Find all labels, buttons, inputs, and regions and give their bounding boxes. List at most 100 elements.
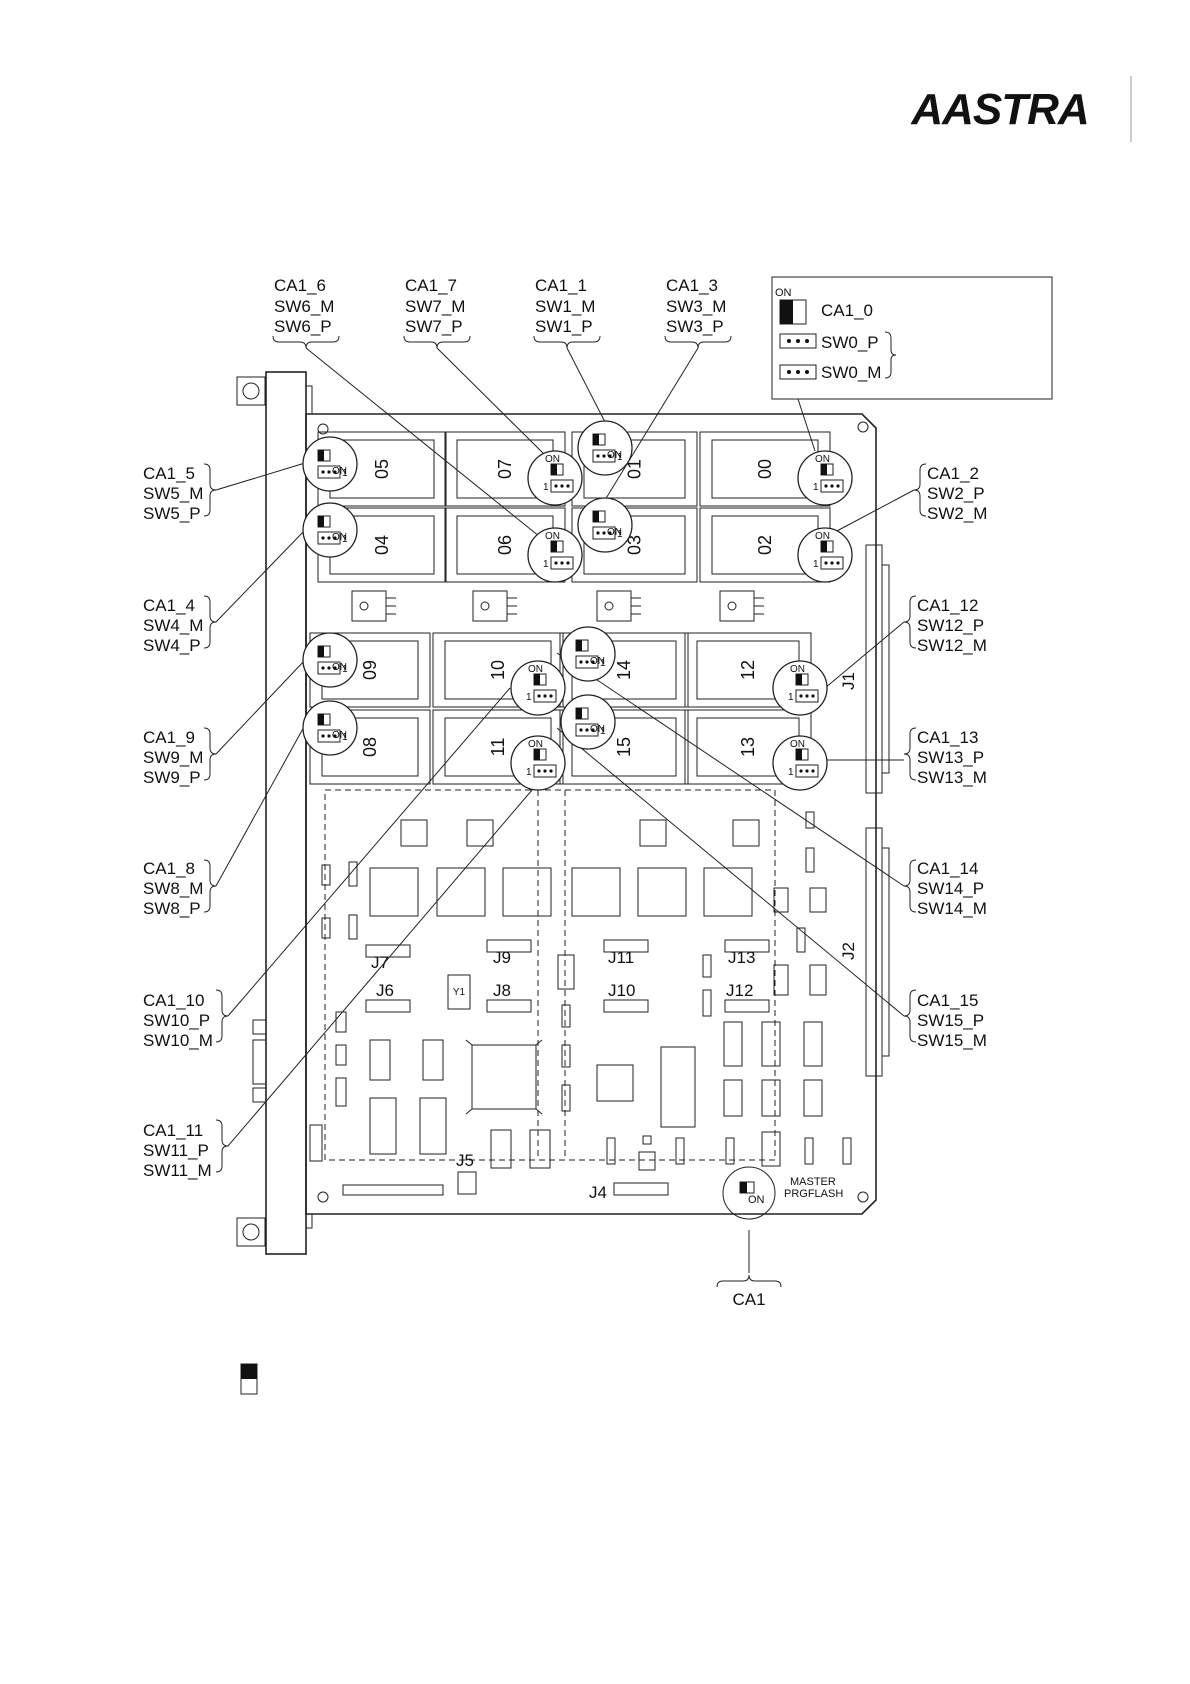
switch-circle: ON1 [510,660,566,716]
switch-circle: ON1 [772,660,828,716]
module-label: 07 [495,459,515,479]
legend-on-label: ON [775,287,792,299]
pcb-board: J1 J2 [236,371,890,1255]
label-sw5-m: SW5_M [143,484,203,503]
connector-j5: J5 [456,1151,474,1170]
module-label: 05 [372,459,392,479]
switch-on: ON [528,739,543,750]
module-label: 15 [614,737,634,757]
label-sw4-p: SW4_P [143,636,201,655]
switch-one: 1 [617,529,623,540]
regulators [351,590,764,622]
switch-one: 1 [543,482,549,493]
label-sw11-m: SW11_M [143,1161,212,1180]
switch-on: ON [545,531,560,542]
label-sw9-p: SW9_P [143,768,201,787]
label-sw8-m: SW8_M [143,879,203,898]
label-ca1-4: CA1_4 [143,596,195,615]
label-ca1-7: CA1_7 [405,276,457,295]
module-label: 06 [495,535,515,555]
switch-on: ON [332,730,347,741]
left-labels: CA1_5 SW5_M SW5_P CA1_4 SW4_M SW4_P CA1_… [143,462,539,1180]
switch-one: 1 [342,534,348,545]
label-sw13-p: SW13_P [917,748,984,767]
label-sw6-m: SW6_M [274,297,334,316]
switch-circle: ON1 [302,632,358,688]
label-sw1-p: SW1_P [535,317,593,336]
label-sw4-m: SW4_M [143,616,203,635]
module-11: 11 [432,709,564,785]
switch-one: 1 [342,468,348,479]
label-sw14-p: SW14_P [917,879,984,898]
switch-one: 1 [342,732,348,743]
switch-circle: ON1 [302,700,358,756]
module-label: 04 [372,535,392,555]
lower-components: Y1 [309,789,852,1220]
label-ca1-11: CA1_11 [143,1121,203,1140]
label-sw3-m: SW3_M [666,297,726,316]
label-sw14-m: SW14_M [917,899,987,918]
label-sw1-m: SW1_M [535,297,595,316]
switch-circle: ON1 [797,450,853,506]
legend-item-sw0-m: SW0_M [821,363,881,382]
connector-j13: J13 [728,948,755,967]
chip-mark-y1: Y1 [453,987,466,998]
master-line2: PRGFLASH [784,1188,843,1200]
switch-one: 1 [788,692,794,703]
label-ca1-13: CA1_13 [917,728,978,747]
legend-box: ON CA1_0 SW0_P SW0_M [771,276,1053,452]
switch-on: ON [332,662,347,673]
label-sw7-m: SW7_M [405,297,465,316]
switch-one: 1 [543,559,549,570]
module-label: 11 [488,738,508,757]
label-sw5-p: SW5_P [143,504,201,523]
switch-one: 1 [342,664,348,675]
module-label: 01 [625,459,645,479]
label-sw13-m: SW13_M [917,768,987,787]
switch-circle: ON1 [527,450,583,506]
switch-on: ON [590,724,605,735]
label-sw10-p: SW10_P [143,1011,210,1030]
module-label: 13 [738,737,758,757]
switch-circle: ON1 [772,735,828,791]
connector-j4: J4 [589,1183,607,1202]
module-label: 09 [360,660,380,680]
label-sw6-p: SW6_P [274,317,332,336]
switch-one: 1 [813,559,819,570]
label-sw15-p: SW15_P [917,1011,984,1030]
switch-on: ON [607,527,622,538]
label-sw2-m: SW2_M [927,504,987,523]
switch-on: ON [590,656,605,667]
label-ca1-5: CA1_5 [143,464,195,483]
label-ca1-10: CA1_10 [143,991,204,1010]
module-label: 00 [755,459,775,479]
switch-on: ON [332,466,347,477]
legend-item-ca1-0: CA1_0 [821,301,873,320]
label-sw11-p: SW11_P [143,1141,209,1160]
switch-circle: ON1 [560,694,616,750]
connector-j2: J2 [839,942,858,960]
label-ca1-8: CA1_8 [143,859,195,878]
connector-j7: J7 [371,953,389,972]
switch-one: 1 [788,767,794,778]
switch-circle: ON1 [302,502,358,558]
connector-j12: J12 [726,981,753,1000]
label-sw12-m: SW12_M [917,636,987,655]
switch-circle: ON1 [577,420,633,476]
label-ca1: CA1 [732,1290,765,1309]
aastra-logo: AASTRA [910,76,1132,142]
switch-one: 1 [617,452,623,463]
switch-on: ON [332,532,347,543]
connector-j6: J6 [376,981,394,1000]
switch-circle: ON1 [577,497,633,553]
module-label: 03 [625,535,645,555]
top-labels: CA1_6 SW6_M SW6_P CA1_7 SW7_M SW7_P CA1_… [272,276,732,546]
label-ca1-3: CA1_3 [666,276,718,295]
switch-one: 1 [600,726,606,737]
module-label: 10 [488,660,508,680]
module-12: 12 [684,632,812,708]
bottom-label: CA1 [716,1230,782,1309]
switch-one: 1 [526,692,532,703]
logo-text: AASTRA [910,85,1088,134]
label-ca1-2: CA1_2 [927,464,979,483]
